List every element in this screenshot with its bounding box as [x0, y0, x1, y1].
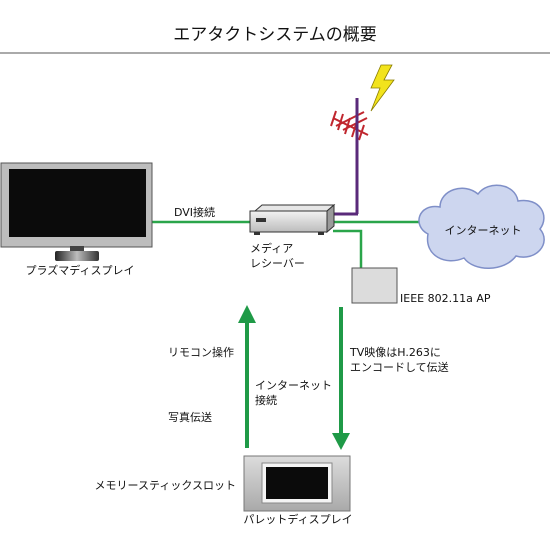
palette-display-icon — [243, 455, 351, 512]
palette-display-label: パレットディスプレイ — [243, 512, 352, 526]
remote-control-label: リモコン操作 — [168, 345, 234, 359]
tv-antenna-icon — [330, 98, 369, 216]
plasma-display-icon — [0, 162, 153, 261]
lightning-shape — [370, 64, 395, 112]
plasma-display-label: プラズマディスプレイ — [25, 263, 134, 277]
cloud-shape — [418, 184, 545, 269]
internet-connection-label-line1: インターネット — [255, 379, 332, 392]
antenna-elements — [330, 110, 369, 141]
media-receiver-icon — [249, 203, 336, 235]
memory-stick-slot-label: メモリースティックスロット — [95, 479, 236, 492]
download-arrow — [332, 307, 350, 450]
cloud-icon — [418, 184, 545, 269]
internet-connection-label-line2: 接続 — [255, 393, 277, 407]
lightning-bolt-icon — [370, 64, 395, 112]
diagram-title: エアタクトシステムの概要 — [173, 25, 377, 45]
media-receiver-label-line1: メディア — [250, 241, 293, 255]
network-lines — [152, 220, 428, 268]
access-point-icon — [351, 267, 398, 304]
photo-transfer-label: 写真伝送 — [168, 410, 212, 424]
tv-encode-label-line2: エンコードして伝送 — [350, 360, 449, 374]
tv-encode-label-line1: TV映像はH.263に — [349, 346, 441, 359]
receiver-to-ap-line — [333, 229, 363, 268]
internet-label: インターネット — [445, 224, 522, 237]
dvi-label: DVI接続 — [174, 205, 215, 219]
access-point-label: IEEE 802.11a AP — [400, 292, 491, 305]
upload-arrow — [238, 305, 256, 448]
media-receiver-label-line2: レシーバー — [250, 257, 305, 270]
